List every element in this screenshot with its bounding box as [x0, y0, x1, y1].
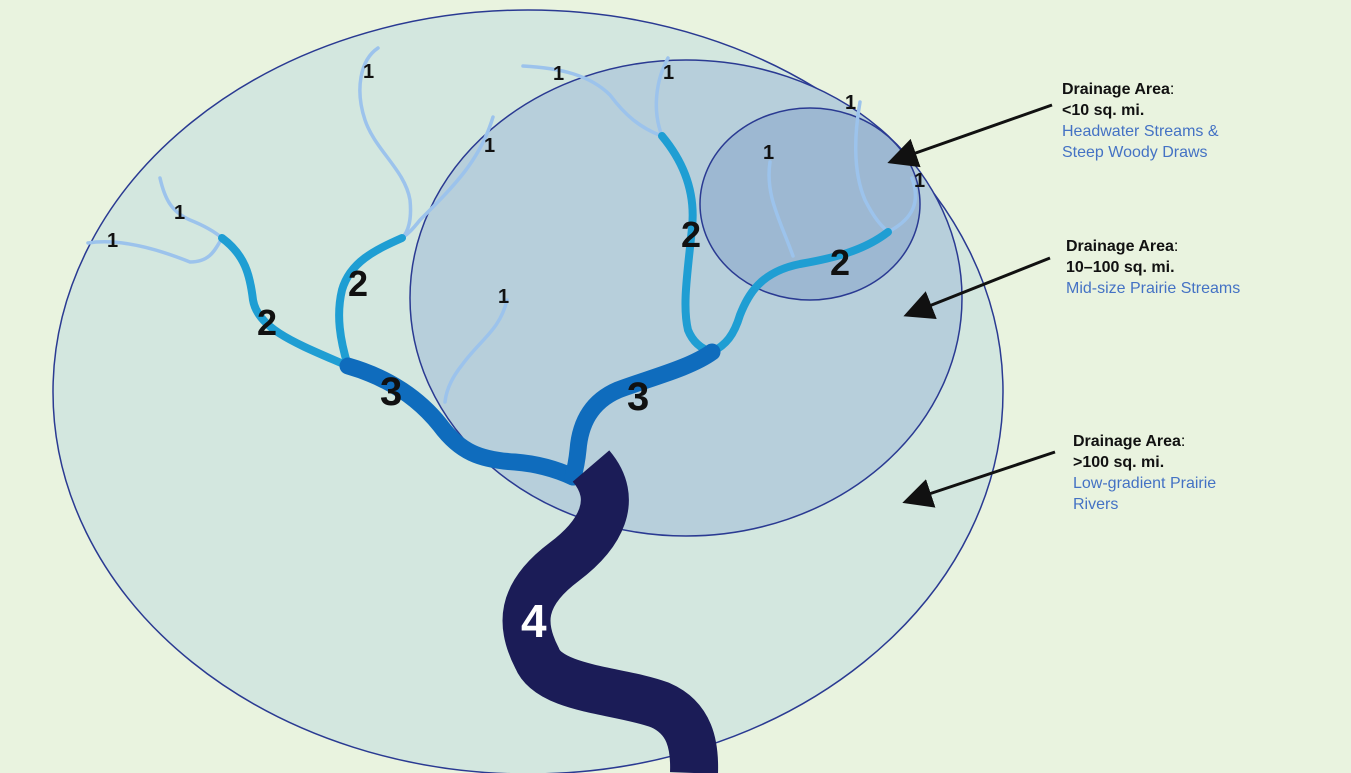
stream-order-1-label: 1	[484, 135, 495, 157]
annotation-colon: :	[1174, 238, 1178, 255]
annotation-range: <10 sq. mi.	[1062, 100, 1302, 121]
annotation-small-basin: Drainage Area: <10 sq. mi. Headwater Str…	[1062, 79, 1302, 163]
arrow-small-basin	[893, 105, 1052, 161]
stream-order-2-label: 2	[681, 214, 701, 255]
stream-order-1-label: 1	[363, 61, 374, 83]
annotation-description-line: Steep Woody Draws	[1062, 142, 1302, 163]
stream-order-3-label: 3	[380, 370, 402, 414]
annotation-heading: Drainage Area	[1066, 238, 1174, 255]
annotation-range: 10–100 sq. mi.	[1066, 257, 1326, 278]
annotation-heading: Drainage Area	[1073, 433, 1181, 450]
stream-order-1-label: 1	[914, 170, 925, 192]
annotation-colon: :	[1170, 81, 1174, 98]
annotation-description-line: Mid-size Prairie Streams	[1066, 278, 1326, 299]
stream-order-1-label: 1	[107, 230, 118, 252]
stream-order-1-label: 1	[845, 92, 856, 114]
annotation-description-line: Headwater Streams &	[1062, 121, 1302, 142]
basin-small	[700, 108, 920, 300]
annotation-colon: :	[1181, 433, 1185, 450]
stream-order-4-label: 4	[521, 595, 547, 647]
stream-order-1-label: 1	[553, 63, 564, 85]
stream-order-2-label: 2	[830, 242, 850, 283]
annotation-heading: Drainage Area	[1062, 81, 1170, 98]
stream-order-1-label: 1	[763, 142, 774, 164]
annotation-mid-basin: Drainage Area: 10–100 sq. mi. Mid-size P…	[1066, 236, 1326, 299]
stream-order-3-label: 3	[627, 375, 649, 419]
stream-order-1-label: 1	[498, 286, 509, 308]
stream-order-1-label: 1	[174, 202, 185, 224]
annotation-description-line: Low-gradient Prairie	[1073, 473, 1273, 494]
annotation-description-line: Rivers	[1073, 494, 1273, 515]
stream-order-2-label: 2	[348, 263, 368, 304]
stream-order-2-label: 2	[257, 302, 277, 343]
stream-order-1-label: 1	[663, 62, 674, 84]
annotation-range: >100 sq. mi.	[1073, 452, 1273, 473]
annotation-large-basin: Drainage Area: >100 sq. mi. Low-gradient…	[1073, 431, 1273, 515]
